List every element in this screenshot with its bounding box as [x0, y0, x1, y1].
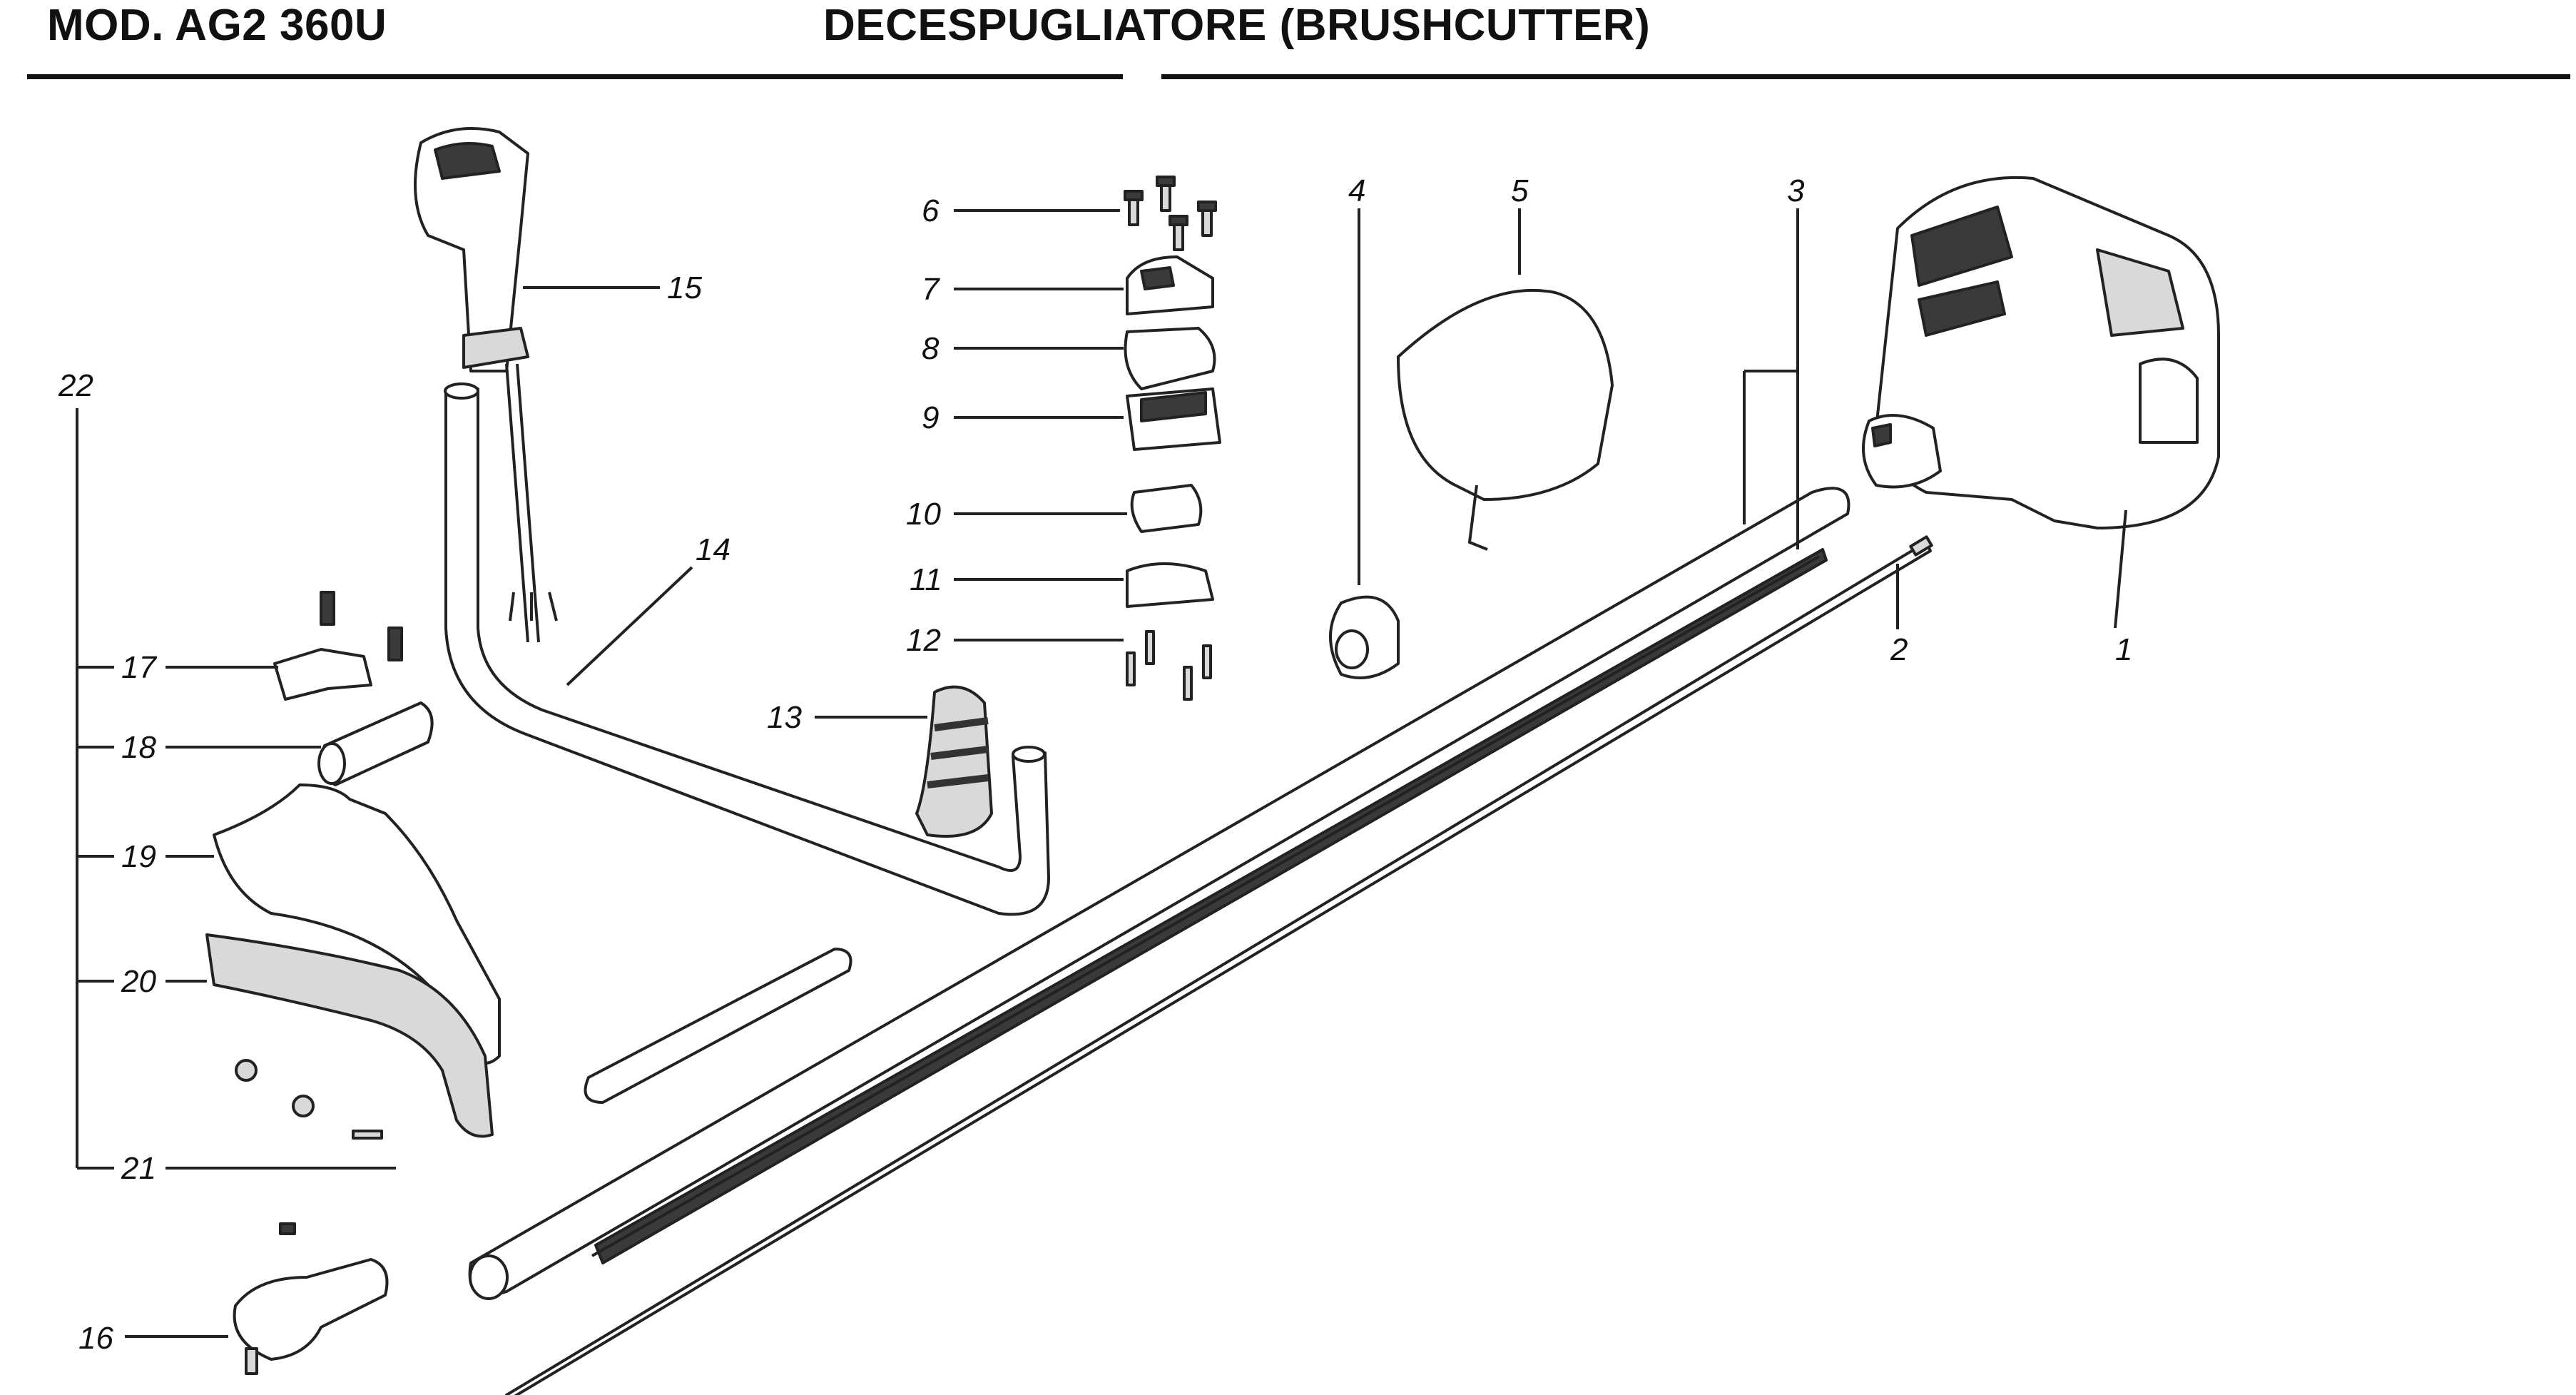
label-14: 14 [696, 532, 730, 567]
blade-guard-drawing [213, 783, 501, 1065]
label-7: 7 [922, 272, 940, 307]
label-9: 9 [922, 400, 939, 435]
label-12: 12 [906, 623, 941, 658]
label-20: 20 [121, 964, 156, 999]
label-21: 21 [121, 1151, 156, 1186]
throttle-grip-drawing [414, 127, 558, 643]
label-2: 2 [1890, 632, 1908, 667]
label-15: 15 [667, 270, 702, 305]
guard-plate-20-drawing [205, 933, 494, 1138]
label-11: 11 [910, 562, 942, 597]
label-18: 18 [121, 730, 156, 765]
sleeve-8-drawing [1124, 327, 1216, 390]
label-22: 22 [58, 368, 93, 403]
leader-lines [76, 208, 2127, 1338]
part-number-labels: 1 2 3 4 5 6 7 8 9 10 11 12 13 14 15 16 1… [58, 173, 2132, 1356]
half-clamp-11-drawing [1126, 562, 1214, 608]
strap-pad-drawing [1397, 289, 1614, 551]
clamp-top-drawing [1126, 255, 1214, 315]
gear-head-drawing [233, 1222, 389, 1375]
label-3: 3 [1787, 173, 1805, 208]
sleeve-18-drawing [317, 701, 434, 786]
label-10: 10 [906, 497, 941, 532]
tube-drawing [468, 487, 1850, 1300]
rubber-grip-drawing [915, 685, 993, 838]
sleeve-drawing [584, 948, 852, 1104]
label-5: 5 [1511, 173, 1529, 208]
label-19: 19 [121, 839, 156, 874]
clamp-bottom-drawing [1126, 387, 1221, 451]
screws-12-drawing [1126, 630, 1212, 701]
label-13: 13 [767, 700, 802, 735]
model-title: MOD. AG2 360U [47, 1, 387, 50]
fasteners-21-drawing [235, 1059, 383, 1140]
drive-shaft-drawing [505, 535, 1933, 1395]
label-16: 16 [78, 1321, 113, 1356]
engine-unit-drawing [1862, 176, 2220, 529]
label-6: 6 [922, 193, 940, 228]
clamp-4-drawing [1329, 595, 1400, 679]
bushing-10-drawing [1130, 484, 1203, 533]
label-4: 4 [1348, 173, 1365, 208]
label-8: 8 [922, 331, 940, 366]
handlebar-drawing [444, 382, 1050, 916]
header-rule-right [1161, 74, 2570, 79]
page-title: DECESPUGLIATORE (BRUSHCUTTER) [823, 1, 1651, 50]
liner-drawing [591, 548, 1828, 1264]
header-rule-left [27, 74, 1123, 79]
bolts-6-drawing [1124, 176, 1217, 251]
label-17: 17 [121, 650, 157, 685]
bracket-17-drawing [273, 591, 403, 701]
label-1: 1 [2115, 632, 2132, 667]
